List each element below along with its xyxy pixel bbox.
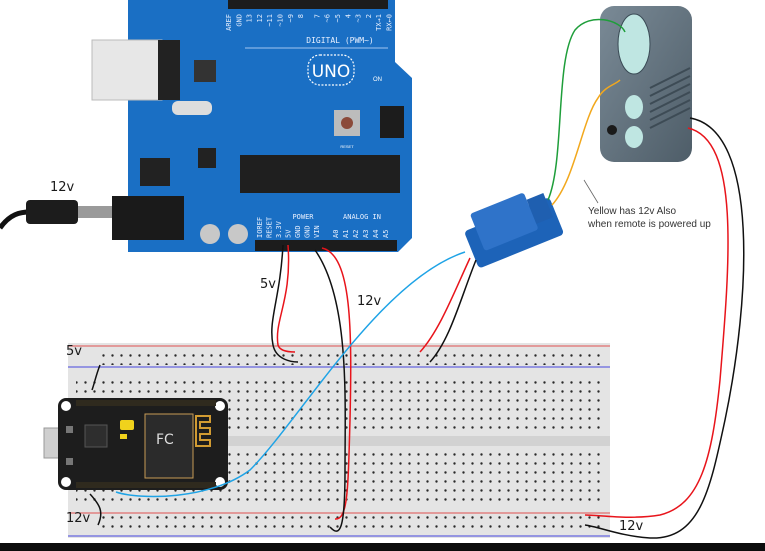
wire-esp-12v-black <box>89 493 102 526</box>
remote-12v-label: 12v <box>619 519 644 534</box>
regulator-chip <box>198 148 216 168</box>
power-pin-label: RESET <box>266 216 274 238</box>
voltage-regulator <box>140 158 170 186</box>
power-pin-label: 3.3V <box>275 220 283 238</box>
usb-chip <box>194 60 216 82</box>
digital-pin-label: 7 <box>313 14 321 18</box>
icsp-header <box>380 106 404 138</box>
arduino-usb-port <box>91 39 163 101</box>
wires <box>89 18 745 539</box>
power-analog-header <box>255 240 397 251</box>
relay-coil <box>470 193 538 251</box>
analog-pin-label: A1 <box>342 230 350 238</box>
note-line-2: when remote is powered up <box>588 219 711 230</box>
esp-capacitor <box>120 420 134 430</box>
atmega-chip <box>240 155 400 193</box>
garage-remote <box>600 6 692 162</box>
remote-led <box>607 125 617 135</box>
analog-pin-label: A0 <box>332 230 340 238</box>
arduino-vin-label: 12v <box>357 294 382 309</box>
esp-board <box>58 398 228 490</box>
wire-5v-red <box>276 244 296 353</box>
remote-grille <box>649 67 691 129</box>
bottom-rail-holes <box>100 516 600 534</box>
power-pin-label: IOREF <box>256 217 264 238</box>
analog-pin-label: A5 <box>382 230 390 238</box>
note-line-1: Yellow has 12v Also <box>588 206 677 217</box>
power-label: POWER <box>292 213 314 221</box>
wire-signal-blue <box>115 251 466 498</box>
note-pointer-line <box>583 179 599 204</box>
wire-gnd-black <box>271 244 299 363</box>
analog-pin-label: A2 <box>352 230 360 238</box>
digital-pin-label: 12 <box>256 14 264 22</box>
esp-antenna <box>195 415 211 447</box>
remote-button-3 <box>625 126 643 148</box>
digital-pin-label: ~9 <box>287 14 295 22</box>
breadboard-5v-label: 5v <box>66 344 82 359</box>
cp2102-chip <box>84 424 108 448</box>
digital-pin-label: RX←0 <box>386 14 394 31</box>
wire-relay-gnd-black <box>429 259 477 363</box>
esp-reset-button <box>66 426 73 433</box>
esp-wifi-module <box>144 413 194 479</box>
digital-pin-label: 4 <box>344 14 352 18</box>
fcc-logo: FC <box>156 432 174 448</box>
breadboard-12v-label: 12v <box>66 511 91 526</box>
digital-pin-label: ~6 <box>324 14 332 22</box>
yellow-wire-note: Yellow has 12v Also when remote is power… <box>588 205 711 231</box>
remote-button-2 <box>625 95 643 119</box>
arduino-5v-label: 5v <box>260 277 276 292</box>
uno-logo-border <box>307 54 355 86</box>
reset-label: RESET <box>340 144 354 149</box>
arduino-uno: UNO DIGITAL (PWM~) ON RESET POWER ANALOG… <box>91 0 412 252</box>
uno-logo: UNO <box>312 62 351 82</box>
capacitor-2 <box>228 224 248 244</box>
digital-pin-label: AREF <box>225 14 233 31</box>
esp8266-nodemcu: FC <box>43 398 228 490</box>
digital-pin-label: ~11 <box>266 14 274 27</box>
digital-label: DIGITAL (PWM~) <box>306 36 373 45</box>
wire-esp-5v-black <box>91 364 101 391</box>
digital-pin-label: ~5 <box>334 14 342 22</box>
wire-relay-vcc-red <box>419 257 471 353</box>
wire-gnd2-black <box>314 249 346 532</box>
analog-pin-label: A4 <box>372 230 380 238</box>
wire-remote-yellow <box>551 79 621 206</box>
power-pin-label: VIN <box>313 225 321 238</box>
dc-jack <box>112 196 184 240</box>
capacitor-1 <box>200 224 220 244</box>
on-led-label: ON <box>373 77 382 83</box>
power-pin-label: GND <box>294 225 302 238</box>
digital-pin-label: 13 <box>246 14 254 22</box>
remote-main-button <box>617 13 651 75</box>
analog-pin-label: A3 <box>362 230 370 238</box>
viewer-bottom-bar <box>0 543 765 551</box>
digital-pin-label: ~10 <box>277 14 285 27</box>
digital-pin-label: TX→1 <box>375 14 383 31</box>
wire-remote-green <box>547 18 626 201</box>
esp-flash-button <box>66 458 73 465</box>
relay-terminal <box>526 192 554 224</box>
digital-pin-label: 8 <box>297 14 305 18</box>
digital-header <box>228 0 388 9</box>
center-channel <box>68 436 610 446</box>
digital-pin-label: ~3 <box>355 14 363 22</box>
wire-remote-power-red <box>584 127 729 518</box>
dc-jack-voltage-label: 12v <box>50 180 75 195</box>
relay-module <box>465 192 564 268</box>
power-pin-label: 5V <box>285 229 293 238</box>
analog-label: ANALOG IN <box>343 213 381 221</box>
wire-remote-gnd-black <box>584 117 745 539</box>
dc-power-plug <box>0 200 112 230</box>
crystal <box>172 101 212 115</box>
digital-pin-label: GND <box>235 14 243 27</box>
digital-pin-label: 2 <box>365 14 373 18</box>
power-pin-label: GND <box>304 225 312 238</box>
